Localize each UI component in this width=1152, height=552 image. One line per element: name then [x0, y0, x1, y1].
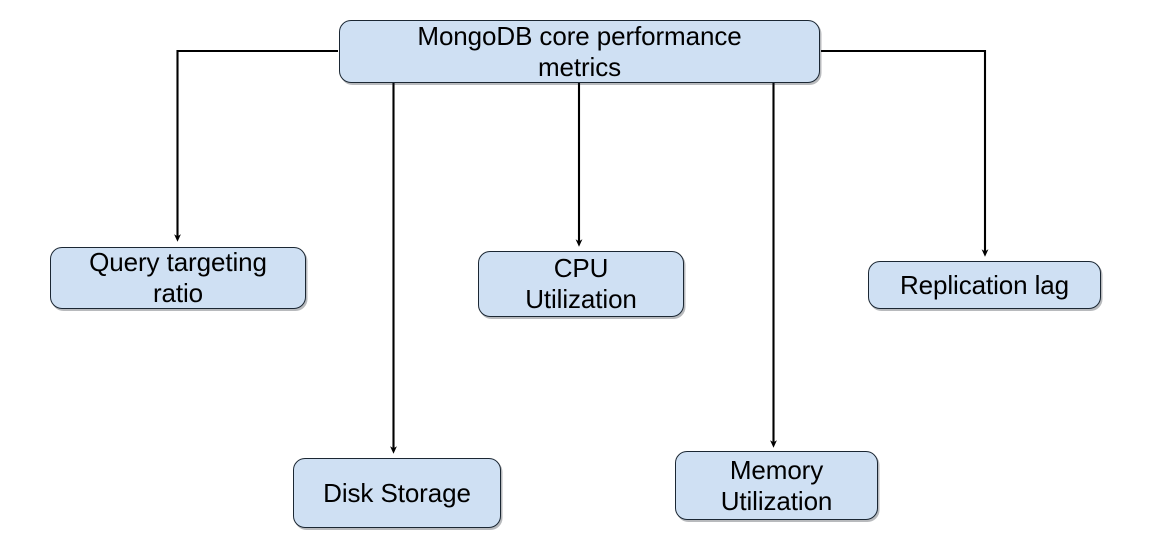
node-cpu-utilization[interactable]: CPU Utilization	[478, 251, 684, 317]
edge-root-to-replication-lag	[821, 49, 989, 257]
edge-root-to-query-targeting-ratio	[174, 49, 338, 242]
node-replication-lag[interactable]: Replication lag	[868, 261, 1101, 309]
node-memory-utilization[interactable]: Memory Utilization	[675, 451, 878, 520]
node-disk-storage[interactable]: Disk Storage	[293, 458, 501, 528]
node-mongodb-core-performance-metrics[interactable]: MongoDB core performance metrics	[339, 20, 820, 83]
node-query-targeting-ratio[interactable]: Query targeting ratio	[50, 247, 306, 309]
